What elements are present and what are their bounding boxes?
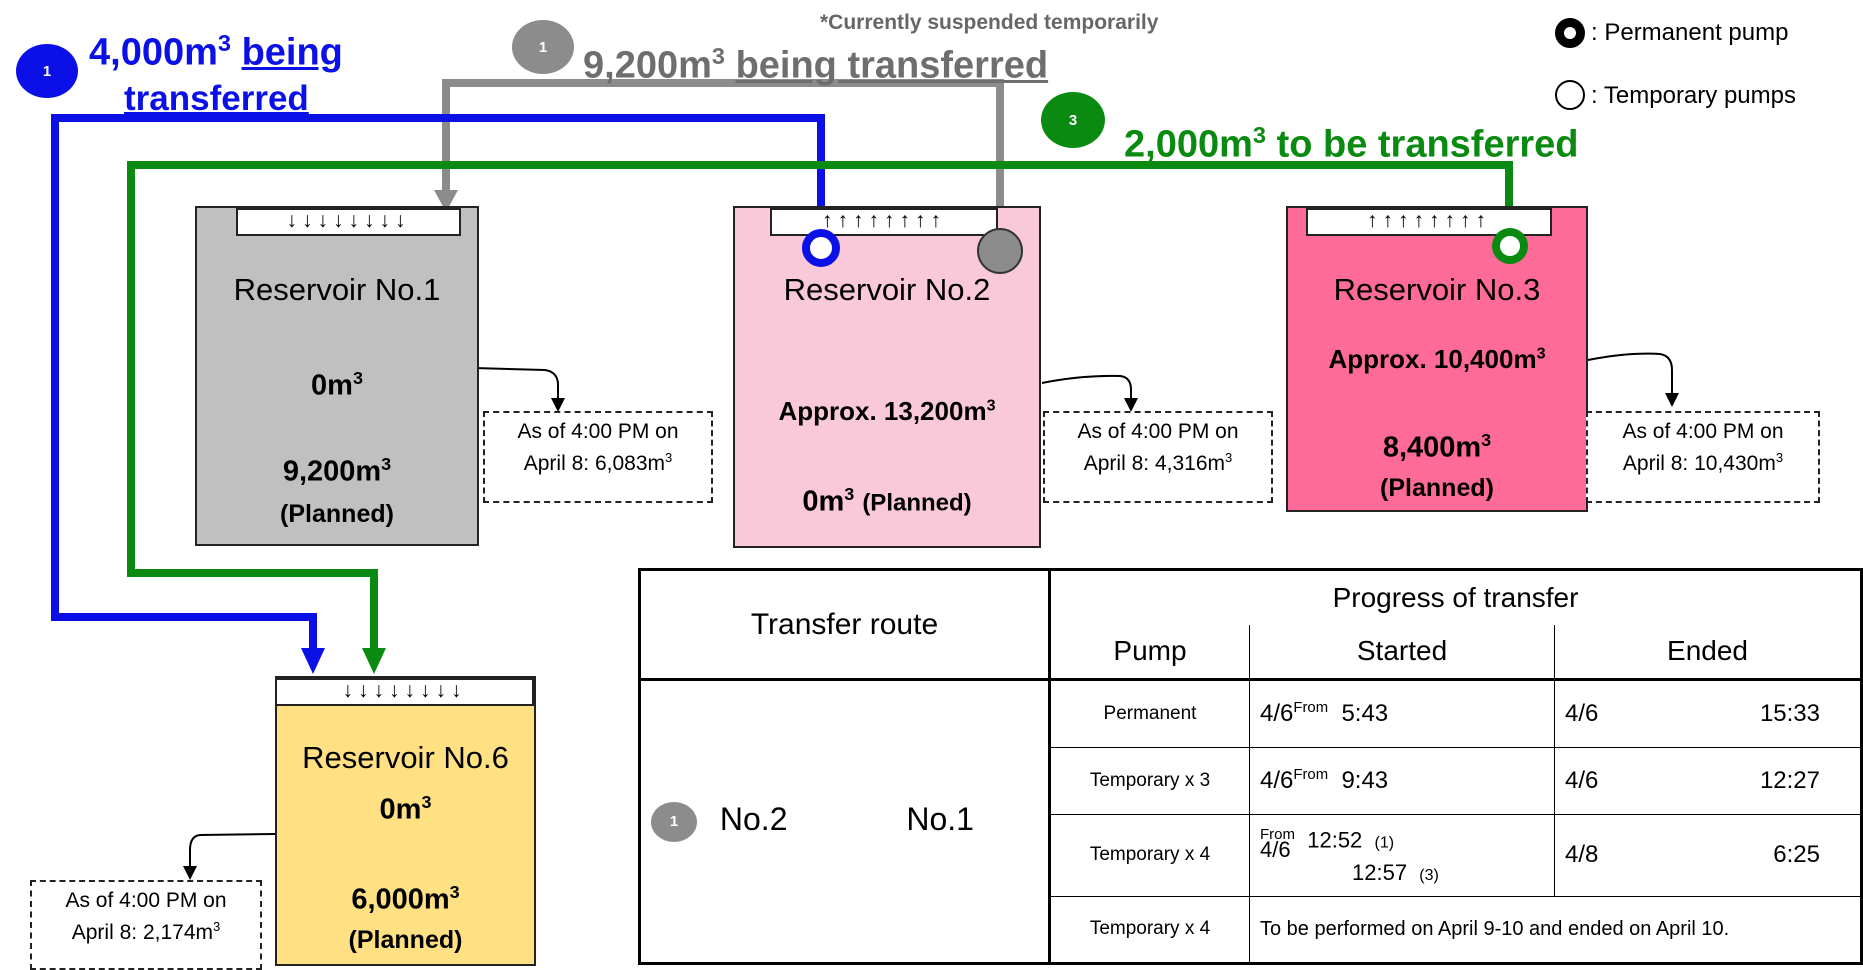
blue-transfer-label: transferred (124, 79, 309, 118)
reservoir-1-note: As of 4:00 PM on April 8: 6,083m3 (483, 411, 713, 503)
green-route-marker: 3 (1041, 92, 1105, 148)
reservoir-3-intake: ↑↑↑↑↑↑↑↑ (1306, 208, 1552, 236)
route-marker: 1 (651, 801, 697, 842)
planned-cell: To be performed on April 9-10 and ended … (1249, 896, 1862, 964)
transfer-progress-table: Transfer route Progress of transfer Pump… (638, 568, 1863, 965)
reservoir-3-permanent-pump-icon (1492, 228, 1528, 264)
start-cell: 4/6From 9:43 (1249, 747, 1555, 815)
pump-cell: Temporary x 4 (1049, 814, 1250, 897)
reservoir-2-planned: 0m3 (Planned) (802, 484, 972, 518)
reservoir-1-current: 0m3 (311, 368, 363, 402)
start-cell: 4/6From 5:43 (1249, 679, 1555, 748)
started-header: Started (1249, 624, 1555, 682)
gray-transfer-line (442, 79, 1004, 210)
permanent-pump-legend: : Permanent pump (1591, 19, 1789, 46)
reservoir-3-planned-label: (Planned) (1380, 474, 1494, 502)
reservoir-6-intake: ↓↓↓↓↓↓↓↓ (275, 678, 534, 706)
reservoir-3-current: Approx. 10,400m3 (1328, 344, 1546, 374)
blue-transfer-amount: 4,000m3 being (89, 30, 343, 74)
r6-callout-line (189, 833, 276, 870)
green-arrowhead (362, 648, 386, 674)
reservoir-1-name: Reservoir No.1 (233, 272, 441, 307)
reservoir-2-intake: ↑↑↑↑↑↑↑↑ (770, 208, 998, 236)
reservoir-2-current: Approx. 13,200m3 (778, 396, 996, 426)
reservoir-6: Reservoir No.6 0m3 6,000m3 (Planned) (275, 676, 536, 966)
pump-cell: Permanent (1049, 679, 1250, 748)
reservoir-3-note: As of 4:00 PM on April 8: 10,430m3 (1586, 411, 1820, 503)
reservoir-6-current: 0m3 (379, 792, 432, 826)
reservoir-1: Reservoir No.1 0m3 9,200m3 (Planned) (195, 206, 479, 546)
gray-arrowhead (434, 190, 458, 212)
pump-header: Pump (1049, 624, 1250, 682)
reservoir-6-planned: 6,000m3 (351, 882, 460, 916)
temporary-pump-legend: : Temporary pumps (1591, 82, 1796, 109)
table-row: Temporary x 4 From 12:52 (1) 4/6 12:57 (… (640, 814, 1862, 897)
suspended-note: *Currently suspended temporarily (820, 11, 1159, 34)
reservoir-6-planned-label: (Planned) (348, 926, 463, 954)
temporary-pump-icon (1555, 80, 1585, 110)
reservoir-3-name: Reservoir No.3 (1333, 272, 1541, 307)
route-cell: 1 No.2 No.1 (639, 679, 1051, 964)
green-transfer-amount: 2,000m3 to be transferred (1124, 122, 1579, 166)
permanent-pump-icon (1555, 18, 1585, 48)
gray-route-marker: 1 (512, 20, 574, 74)
start-cell: From 12:52 (1) 4/6 12:57 (3) (1249, 814, 1555, 897)
reservoir-1-intake: ↓↓↓↓↓↓↓↓ (236, 208, 461, 236)
reservoir-6-name: Reservoir No.6 (302, 740, 509, 775)
pump-cell: Temporary x 3 (1049, 747, 1250, 815)
blue-transfer-line (51, 114, 825, 652)
reservoir-1-planned: 9,200m3 (282, 454, 392, 488)
blue-route-marker: 1 (16, 44, 78, 98)
r3-callout-line (1587, 352, 1673, 397)
blue-arrowhead (301, 648, 325, 674)
reservoir-6-note: As of 4:00 PM on April 8: 2,174m3 (30, 880, 262, 970)
progress-header: Progress of transfer (1332, 581, 1579, 613)
reservoir-1-planned-label: (Planned) (280, 500, 394, 528)
reservoir-2-name: Reservoir No.2 (783, 272, 991, 307)
reservoir-2-permanent-pump-icon (802, 229, 840, 267)
r1-callout-line (473, 367, 559, 402)
table-row: Temporary x 4 To be performed on April 9… (640, 896, 1862, 964)
reservoir-3-planned: 8,400m3 (1382, 430, 1492, 464)
route-header: Transfer route (639, 569, 1051, 682)
gray-transfer-amount: 9,200m3 being transferred (583, 43, 1049, 87)
green-transfer-line (127, 161, 1513, 652)
ended-header: Ended (1554, 624, 1862, 682)
pump-cell: Temporary x 4 (1089, 918, 1211, 940)
reservoir-3: Reservoir No.3 Approx. 10,400m3 8,400m3 … (1286, 206, 1588, 512)
reservoir-2-note: As of 4:00 PM on April 8: 4,316m3 (1043, 411, 1273, 503)
r2-callout-line (1041, 374, 1132, 402)
reservoir-2-temporary-pump-icon (977, 228, 1023, 274)
